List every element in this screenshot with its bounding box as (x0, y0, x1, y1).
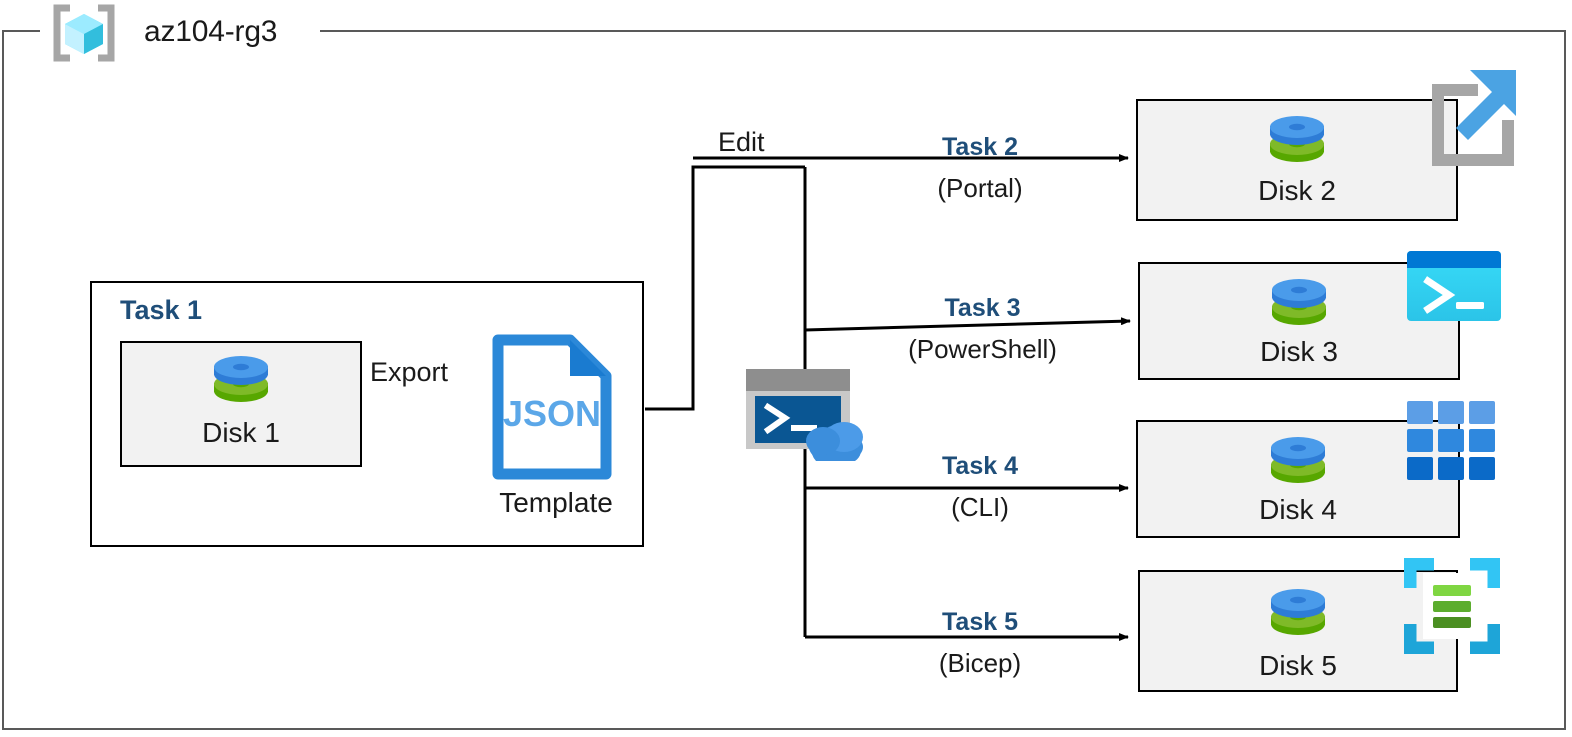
disk3-box[interactable]: Disk 3 (1138, 262, 1460, 380)
powershell-icon[interactable] (1406, 250, 1502, 327)
json-file-icon[interactable]: JSON (492, 334, 612, 485)
managed-disk-icon (1260, 113, 1334, 175)
disk1-caption: Disk 1 (202, 417, 280, 448)
task5-label: Task 5 (942, 608, 1018, 636)
managed-disk-icon (1261, 434, 1335, 496)
task2-method-label: (Portal) (937, 173, 1023, 203)
template-caption: Template (499, 487, 613, 518)
disk2-box[interactable]: Disk 2 (1136, 99, 1458, 221)
resource-group-icon (48, 4, 120, 62)
task4-label: Task 4 (942, 452, 1018, 480)
disk1-box[interactable]: Disk 1 (120, 341, 362, 467)
task3-label: Task 3 (944, 294, 1021, 322)
managed-disk-icon (204, 353, 278, 415)
task4-method-label: (CLI) (951, 492, 1009, 522)
disk3-caption: Disk 3 (1260, 336, 1338, 367)
export-label: Export (370, 357, 449, 387)
disk2-caption: Disk 2 (1258, 175, 1336, 206)
resource-group-border (2, 30, 1566, 730)
edit-label: Edit (718, 127, 765, 157)
task2-label: Task 2 (942, 133, 1018, 161)
svg-text:JSON: JSON (503, 393, 601, 434)
disk4-caption: Disk 4 (1259, 494, 1337, 525)
task5-method-label: (Bicep) (938, 648, 1022, 678)
managed-disk-icon (1261, 586, 1335, 648)
bicep-icon[interactable] (1399, 553, 1505, 659)
azure-portal-icon[interactable] (1404, 60, 1522, 175)
cloud-shell-icon[interactable] (744, 365, 866, 466)
managed-disk-icon (1262, 276, 1336, 338)
azure-cli-icon[interactable] (1406, 400, 1498, 487)
resource-group-name: az104-rg3 (144, 15, 278, 48)
task3-method-label: (PowerShell) (908, 334, 1057, 364)
task1-label: Task 1 (120, 295, 203, 325)
disk5-caption: Disk 5 (1259, 650, 1337, 681)
